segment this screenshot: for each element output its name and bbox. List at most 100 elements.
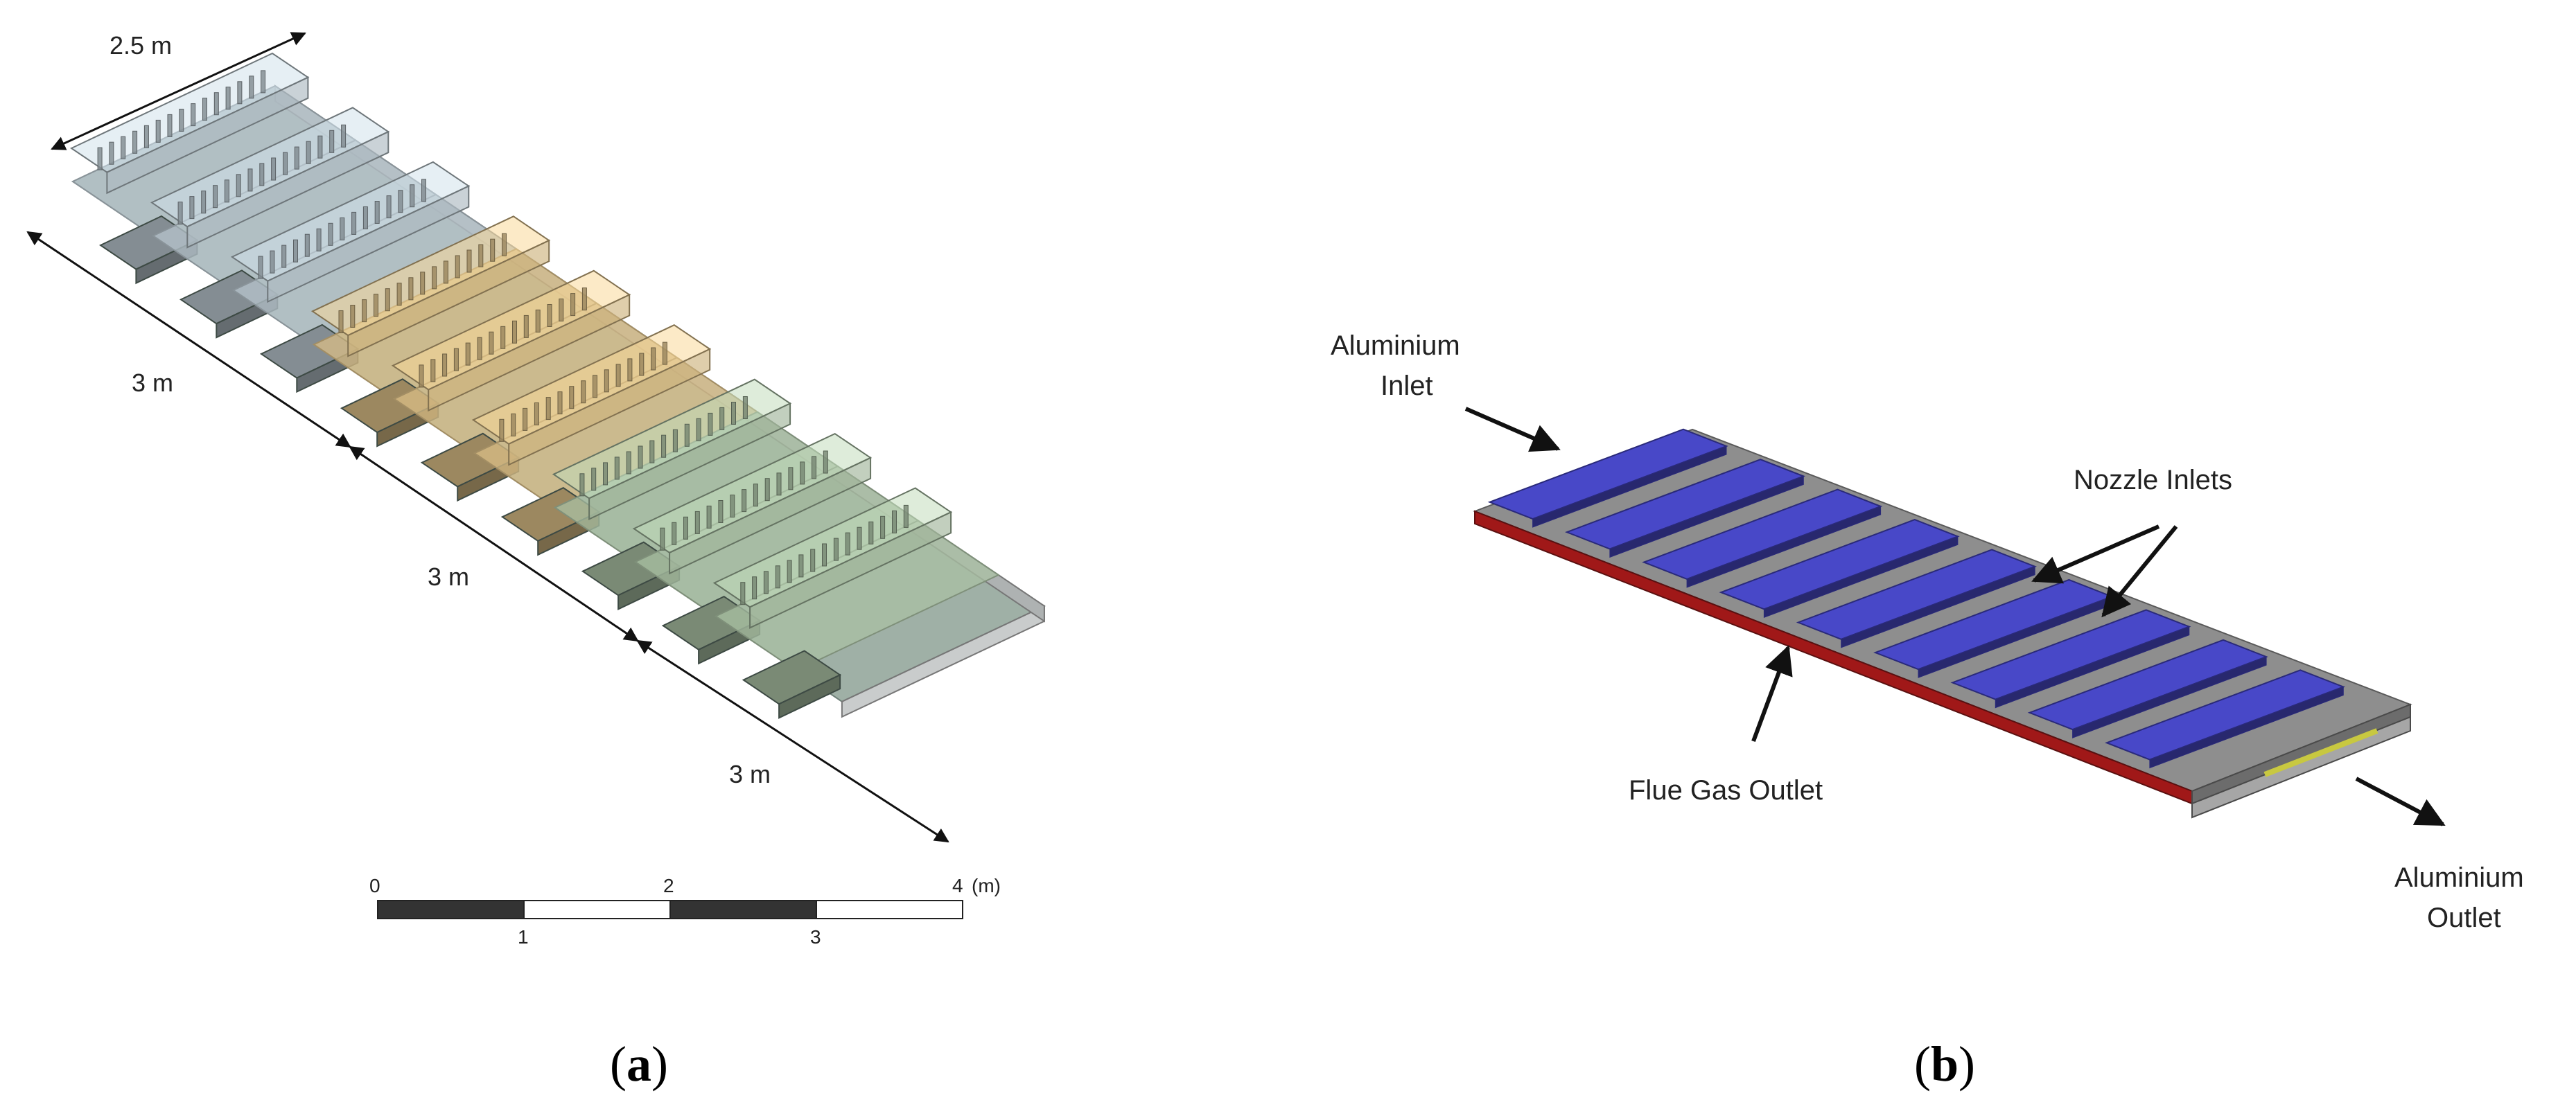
nozzle-rib bbox=[410, 184, 415, 208]
aluminium-outlet-label-line2: Outlet bbox=[2427, 903, 2501, 933]
nozzle-rib bbox=[775, 565, 780, 589]
nozzle-rib bbox=[660, 527, 665, 551]
nozzle-rib bbox=[499, 418, 505, 442]
nozzle-rib bbox=[237, 81, 243, 105]
nozzle-rib bbox=[730, 495, 735, 517]
nozzle-rib bbox=[328, 222, 333, 246]
nozzle-rib bbox=[293, 239, 298, 263]
nozzle-rib bbox=[534, 402, 539, 425]
nozzle-rib bbox=[408, 277, 414, 301]
nozzle-rib bbox=[132, 130, 138, 154]
nozzle-rib bbox=[306, 141, 311, 164]
nozzle-rib bbox=[249, 76, 254, 99]
nozzle-rib bbox=[270, 250, 275, 274]
nozzle-rib bbox=[338, 310, 344, 333]
panel-a-caption: (a) bbox=[610, 1036, 668, 1092]
nozzle-rib bbox=[615, 364, 621, 387]
nozzle-rib bbox=[179, 109, 184, 132]
nozzle-rib bbox=[419, 364, 424, 388]
section1-dimension-arrow bbox=[26, 231, 351, 448]
nozzle-rib bbox=[651, 347, 656, 371]
nozzle-rib bbox=[259, 163, 265, 186]
nozzle-rib bbox=[490, 238, 496, 262]
nozzle-rib bbox=[512, 320, 517, 344]
nozzle-rib bbox=[752, 576, 757, 600]
nozzle-rib bbox=[731, 402, 736, 425]
nozzle-rib bbox=[213, 185, 218, 209]
nozzle-rib bbox=[453, 348, 459, 371]
nozzle-rib bbox=[903, 504, 909, 528]
nozzle-rib bbox=[442, 353, 448, 377]
nozzle-rib bbox=[443, 260, 448, 284]
panel-a-furnace-model: 2.5 m 3 m 3 m 3 m 0 1 2 3 4 (m) (a) bbox=[26, 31, 1046, 1092]
nozzle-rib bbox=[892, 510, 897, 533]
nozzle-rib bbox=[753, 484, 758, 507]
nozzle-rib bbox=[191, 103, 196, 127]
nozzle-rib bbox=[167, 114, 173, 137]
nozzle-rib bbox=[177, 202, 183, 225]
nozzle-rib bbox=[396, 283, 402, 306]
nozzle-rib bbox=[812, 456, 816, 479]
nozzle-rib bbox=[455, 255, 460, 278]
flue-gas-outlet-label: Flue Gas Outlet bbox=[1629, 775, 1823, 806]
furnace-module bbox=[632, 432, 920, 665]
nozzle-rib bbox=[763, 571, 769, 594]
nozzle-rib bbox=[857, 526, 862, 550]
nozzle-rib bbox=[742, 489, 747, 513]
nozzle-rib bbox=[421, 179, 426, 202]
width-dimension-label: 2.5 m bbox=[109, 31, 172, 60]
nozzle-rib bbox=[593, 375, 597, 398]
nozzle-rib bbox=[662, 342, 667, 365]
nozzle-rib bbox=[247, 168, 253, 192]
nozzle-rib bbox=[341, 124, 347, 148]
nozzle-rib bbox=[304, 233, 310, 257]
nozzle-rib bbox=[638, 445, 643, 469]
nozzle-rib bbox=[581, 287, 587, 311]
nozzle-rib bbox=[432, 266, 437, 290]
nozzle-rib bbox=[626, 451, 631, 475]
nozzle-rib bbox=[316, 228, 322, 251]
nozzle-rib bbox=[420, 272, 426, 295]
nozzle-rib bbox=[740, 582, 746, 605]
nozzle-rib bbox=[283, 152, 288, 175]
width-dimension-arrow bbox=[51, 32, 306, 150]
nozzle-rib bbox=[271, 157, 277, 181]
nozzle-rib bbox=[696, 418, 701, 441]
nozzle-rib bbox=[672, 429, 678, 452]
nozzle-rib bbox=[121, 136, 126, 159]
furnace-modules bbox=[69, 52, 1000, 719]
nozzle-rib bbox=[511, 413, 516, 436]
nozzle-rib bbox=[591, 468, 597, 491]
scale-tick-3: 3 bbox=[810, 926, 821, 948]
scale-tick-1: 1 bbox=[518, 926, 529, 948]
nozzle-rib bbox=[317, 135, 323, 159]
nozzle-rib bbox=[201, 191, 207, 214]
aluminium-outlet-surface bbox=[2263, 728, 2378, 777]
scale-tick-0: 0 bbox=[369, 875, 380, 896]
nozzle-rib bbox=[614, 457, 620, 480]
nozzle-inlets-label: Nozzle Inlets bbox=[2074, 465, 2232, 495]
nozzle-rib bbox=[500, 326, 506, 349]
nozzle-rib bbox=[694, 511, 700, 534]
nozzle-rib bbox=[570, 293, 576, 317]
panel-b-boundary-diagram: Aluminium Inlet Nozzle Inlets Flue Gas O… bbox=[1331, 330, 2524, 1092]
nozzle-rib bbox=[213, 92, 219, 116]
aluminium-inlet-label-line2: Inlet bbox=[1381, 371, 1433, 401]
nozzle-rib bbox=[683, 516, 688, 540]
nozzle-rib bbox=[798, 554, 804, 578]
nozzle-rib bbox=[374, 294, 378, 317]
nozzle-rib bbox=[603, 462, 608, 486]
module-roof-front bbox=[749, 511, 952, 629]
nozzle-rib bbox=[385, 288, 390, 312]
nozzle-rib bbox=[788, 467, 794, 490]
nozzle-rib bbox=[764, 478, 770, 502]
nozzle-rib bbox=[386, 195, 392, 219]
module-roof-front bbox=[428, 293, 631, 412]
nozzle-rib bbox=[545, 397, 551, 420]
nozzle-inlet-strip-edge bbox=[1609, 475, 1804, 558]
section2-dimension-label: 3 m bbox=[428, 563, 469, 591]
nozzle-rib bbox=[535, 309, 541, 333]
scale-tick-4: 4 bbox=[952, 875, 963, 896]
nozzle-rib bbox=[362, 206, 368, 229]
nozzle-rib bbox=[477, 337, 482, 360]
